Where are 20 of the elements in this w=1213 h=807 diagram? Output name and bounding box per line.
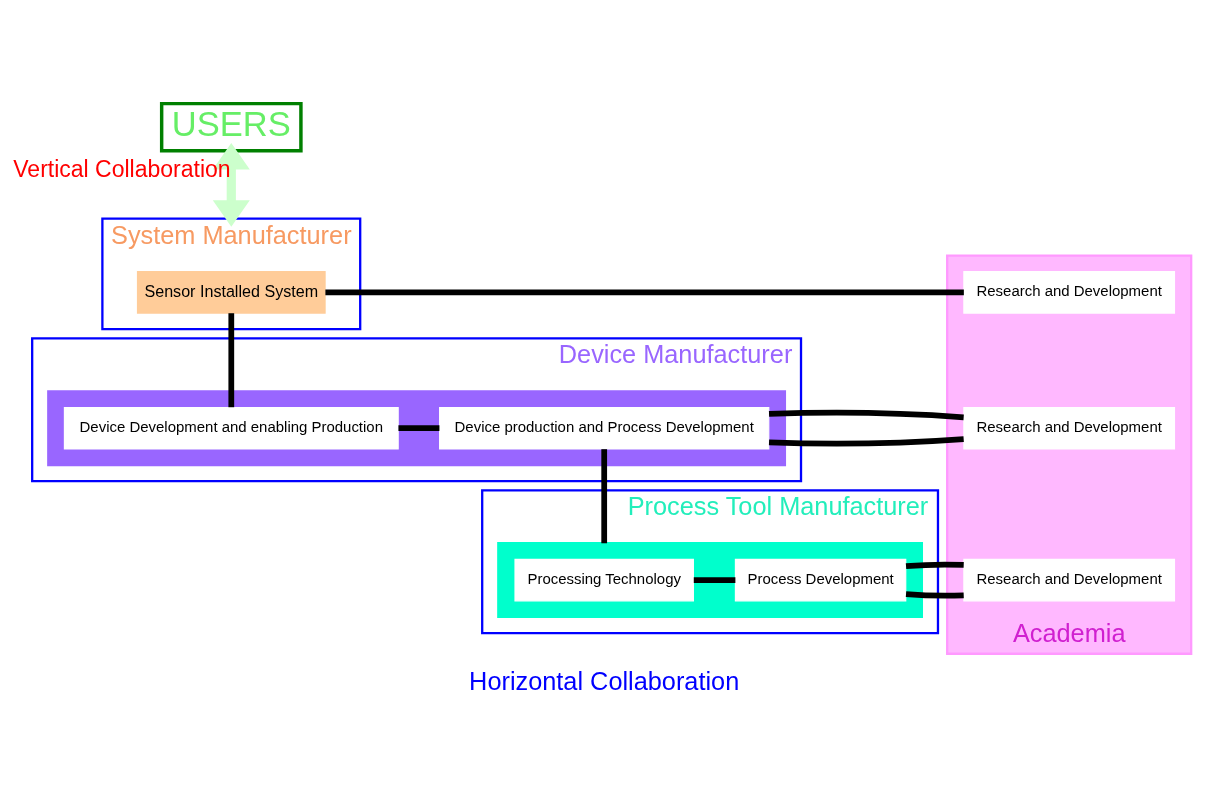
node-box: Device Development and enabling Production	[63, 406, 399, 449]
node-box: Process Development	[734, 558, 907, 601]
cluster	[497, 541, 923, 618]
node-box: Research and Development	[963, 406, 1176, 449]
connector	[693, 576, 736, 583]
node-box: Sensor Installed System	[136, 270, 326, 314]
label: Horizontal Collaboration	[469, 666, 740, 695]
node-box: Device production and Process Development	[439, 406, 770, 449]
node-box: Processing Technology	[514, 558, 694, 601]
edge-label: Vertical Collaboration	[13, 155, 231, 182]
node-box: Research and Development	[963, 270, 1176, 314]
node-box: Research and Development	[963, 558, 1176, 601]
connector	[601, 448, 608, 543]
connector	[228, 312, 235, 407]
connector	[325, 289, 964, 295]
connector	[768, 409, 964, 447]
connector	[398, 424, 440, 431]
cluster	[47, 389, 787, 466]
node-box: USERS	[159, 101, 303, 152]
arrow	[212, 142, 250, 227]
